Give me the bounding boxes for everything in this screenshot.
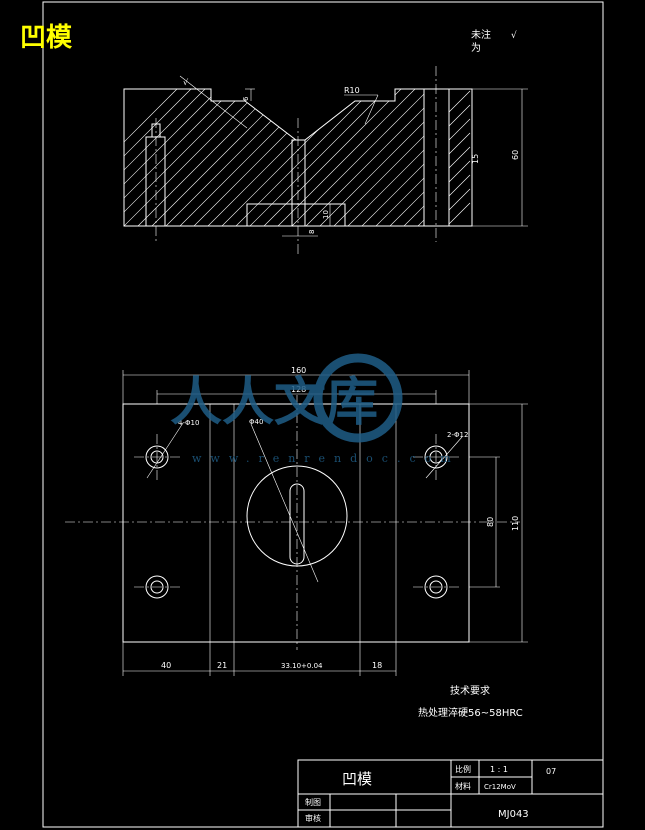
title-block-scale-value: 1 : 1 [490, 765, 508, 774]
dim-bottom-21: 21 [217, 661, 227, 670]
title-block-material-label: 材料 [455, 781, 471, 791]
title-block-checked-label: 审核 [305, 813, 321, 823]
dim-height-10: 10 [322, 210, 330, 219]
dim-bottom-center: 33.10+0.04 [281, 662, 323, 670]
section-pin-hole [145, 136, 166, 227]
surface-note-line1: 未注 [471, 28, 491, 41]
label-hole-left: 4-Φ10 [178, 419, 199, 427]
title-block-drawn-label: 制图 [305, 797, 321, 807]
drawing-title: 凹模 [20, 23, 73, 53]
surface-note-line2: 为 [471, 42, 481, 54]
title-block-scale-label: 比例 [455, 764, 471, 774]
label-hole-right: 2-Φ12 [447, 431, 468, 439]
title-block-sheet: 07 [546, 767, 556, 776]
dim-hole-spacing: 128 [291, 385, 306, 394]
dim-height-80: 80 [486, 517, 495, 527]
plan-view: 160 128 4-Φ10 2-Φ12 Φ40 110 80 40 21 33.… [65, 366, 528, 676]
title-block-part-name: 凹模 [342, 770, 372, 788]
dim-radius: R10 [344, 86, 360, 95]
dim-height-60: 60 [511, 150, 520, 160]
title-block-drawing-no: MJ043 [498, 809, 529, 820]
surface-mark-section: √ [183, 78, 189, 87]
watermark-url: www.renrendoc.com [192, 452, 460, 465]
dim-overall-width: 160 [291, 366, 306, 375]
hole-bottom-right [424, 575, 448, 599]
watermark: 人人文库 www.renrendoc.com [170, 353, 460, 465]
dim-width-8: 8 [308, 230, 316, 234]
hole-bottom-left [145, 575, 169, 599]
tech-req-heading: 技术要求 [450, 684, 490, 697]
dim-height-110: 110 [511, 516, 520, 531]
surface-note-symbol: √ [511, 30, 517, 41]
section-right-hatch [448, 90, 471, 225]
section-bottom-recess [246, 203, 346, 227]
dim-height-15: 15 [471, 154, 480, 164]
title-block-material-value: Cr12MoV [484, 783, 516, 791]
dim-bottom-18: 18 [372, 661, 382, 670]
dim-depth-6: 6 [242, 96, 250, 101]
section-view: 60 15 6 R10 √ 10 8 [123, 66, 528, 256]
title-block: 凹模 比例 1 : 1 材料 Cr12MoV 07 制图 审核 MJ043 [297, 759, 604, 828]
dim-bottom-40: 40 [161, 661, 171, 670]
plan-outline [122, 403, 470, 643]
section-center-slot [291, 139, 306, 227]
watermark-logo-icon [313, 353, 403, 443]
hole-top-left [145, 445, 169, 469]
watermark-text: 人人文库 [170, 372, 378, 433]
label-center-dia: Φ40 [249, 418, 263, 426]
hole-top-right [424, 445, 448, 469]
tech-req-line1: 热处理淬硬56~58HRC [418, 706, 523, 719]
